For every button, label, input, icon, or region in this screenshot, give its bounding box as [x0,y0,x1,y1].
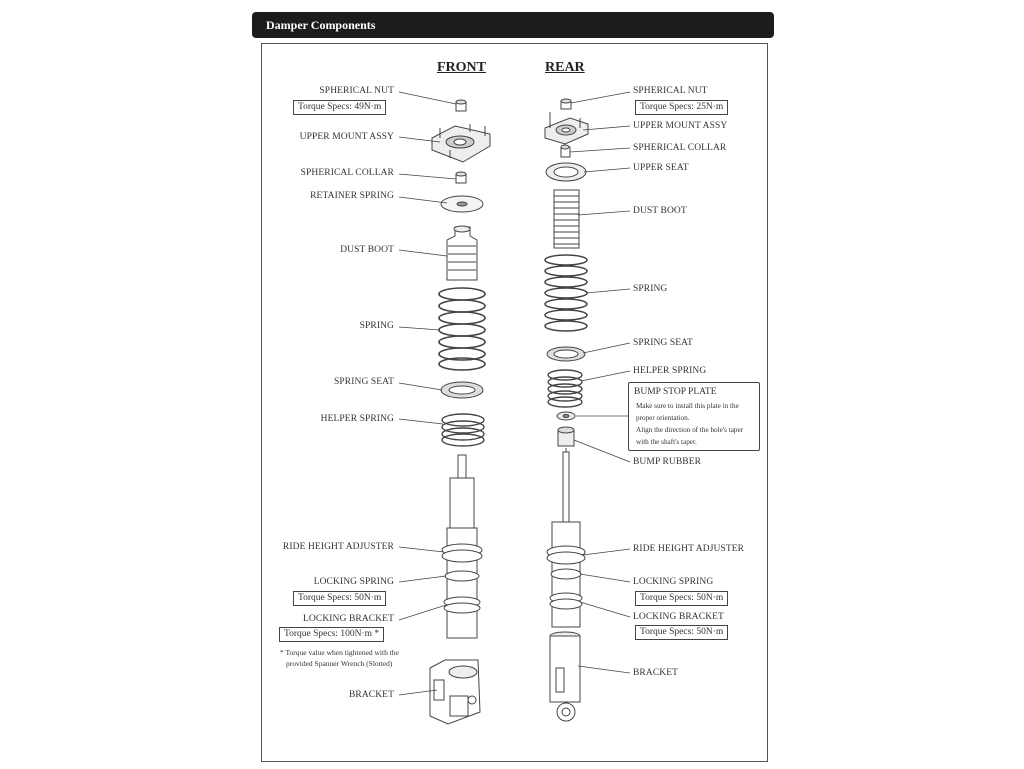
front-heading: FRONT [437,60,486,75]
section-title-bar: Damper Components [252,12,774,38]
rear-heading: REAR [545,60,585,75]
rear-ride-height-label: RIDE HEIGHT ADJUSTER [633,544,745,554]
front-locking-spring-torque: Torque Specs: 50N·m [293,591,387,606]
front-spherical-collar-label: SPHERICAL COLLAR [300,168,394,178]
rear-upper-mount-label: UPPER MOUNT ASSY [633,121,728,131]
bump-stop-plate-note: Make sure to install this plate in the p… [636,400,758,448]
front-spring-part [438,287,486,371]
front-helper-spring-label: HELPER SPRING [320,414,394,424]
rear-locking-bracket-label: LOCKING BRACKET [633,612,724,622]
front-spherical-nut-part [455,99,467,112]
rear-bracket-part [549,631,581,722]
rear-upper-seat-label: UPPER SEAT [633,163,689,173]
rear-dust-boot-part [553,189,580,249]
front-bracket-label: BRACKET [348,690,394,700]
rear-spherical-collar-part [560,144,571,158]
rear-bump-rubber-part [557,426,575,447]
rear-locking-spring-label: LOCKING SPRING [633,577,714,587]
rear-locking-bracket-torque: Torque Specs: 50N·m [635,625,729,640]
rear-bracket-label: BRACKET [633,668,679,678]
diagram-frame [261,43,768,762]
front-ride-height-label: RIDE HEIGHT ADJUSTER [282,542,394,552]
rear-damper-body-part [546,448,586,628]
front-locking-bracket-torque: Torque Specs: 100N·m * [279,627,385,642]
rear-spring-part [544,254,588,332]
front-spherical-nut-label: SPHERICAL NUT [319,86,394,96]
rear-spherical-nut-torque: Torque Specs: 25N·m [635,100,729,115]
front-bracket-part [429,659,481,725]
front-damper-body-part [441,454,483,639]
front-footnote-line2: provided Spanner Wrench (Slotted) [286,659,393,668]
section-title: Damper Components [266,18,376,32]
front-spherical-collar-part [455,171,467,184]
front-locking-spring-label: LOCKING SPRING [313,577,394,587]
front-helper-spring-part [441,413,485,447]
front-spring-seat-part [440,381,484,399]
rear-upper-mount-part [544,112,589,145]
rear-bump-rubber-label: BUMP RUBBER [633,457,702,467]
bump-stop-plate-title: BUMP STOP PLATE [634,387,717,397]
rear-helper-spring-part [547,369,583,408]
bump-stop-note-line4: with the shaft's taper. [636,438,697,446]
front-dust-boot-part [446,225,478,281]
front-dust-boot-label: DUST BOOT [340,245,394,255]
rear-spring-seat-part [546,346,586,362]
rear-bump-stop-plate-part [556,411,576,421]
front-footnote-line1: * Torque value when tightened with the [280,648,399,657]
bump-stop-note-line2: proper orientation. [636,414,690,422]
bump-stop-note-line3: Align the direction of the hole's taper [636,426,744,434]
front-upper-mount-label: UPPER MOUNT ASSY [299,132,394,142]
rear-helper-spring-label: HELPER SPRING [633,366,707,376]
rear-spherical-nut-label: SPHERICAL NUT [633,86,708,96]
bump-stop-note-line1: Make sure to install this plate in the [636,402,739,410]
front-upper-mount-part [431,124,491,163]
bump-stop-plate-callout: BUMP STOP PLATE Make sure to install thi… [628,382,760,451]
front-retainer-spring-part [440,195,484,213]
front-retainer-spring-label: RETAINER SPRING [310,191,394,201]
front-spherical-nut-torque: Torque Specs: 49N·m [293,100,387,115]
rear-upper-seat-part [545,162,587,182]
front-locking-bracket-label: LOCKING BRACKET [303,614,394,624]
rear-spring-seat-label: SPRING SEAT [633,338,693,348]
rear-spherical-collar-label: SPHERICAL COLLAR [633,143,727,153]
rear-dust-boot-label: DUST BOOT [633,206,687,216]
front-spring-seat-label: SPRING SEAT [334,377,394,387]
rear-spherical-nut-part [560,98,572,110]
rear-locking-spring-torque: Torque Specs: 50N·m [635,591,729,606]
rear-spring-label: SPRING [633,284,668,294]
front-spring-label: SPRING [359,321,394,331]
